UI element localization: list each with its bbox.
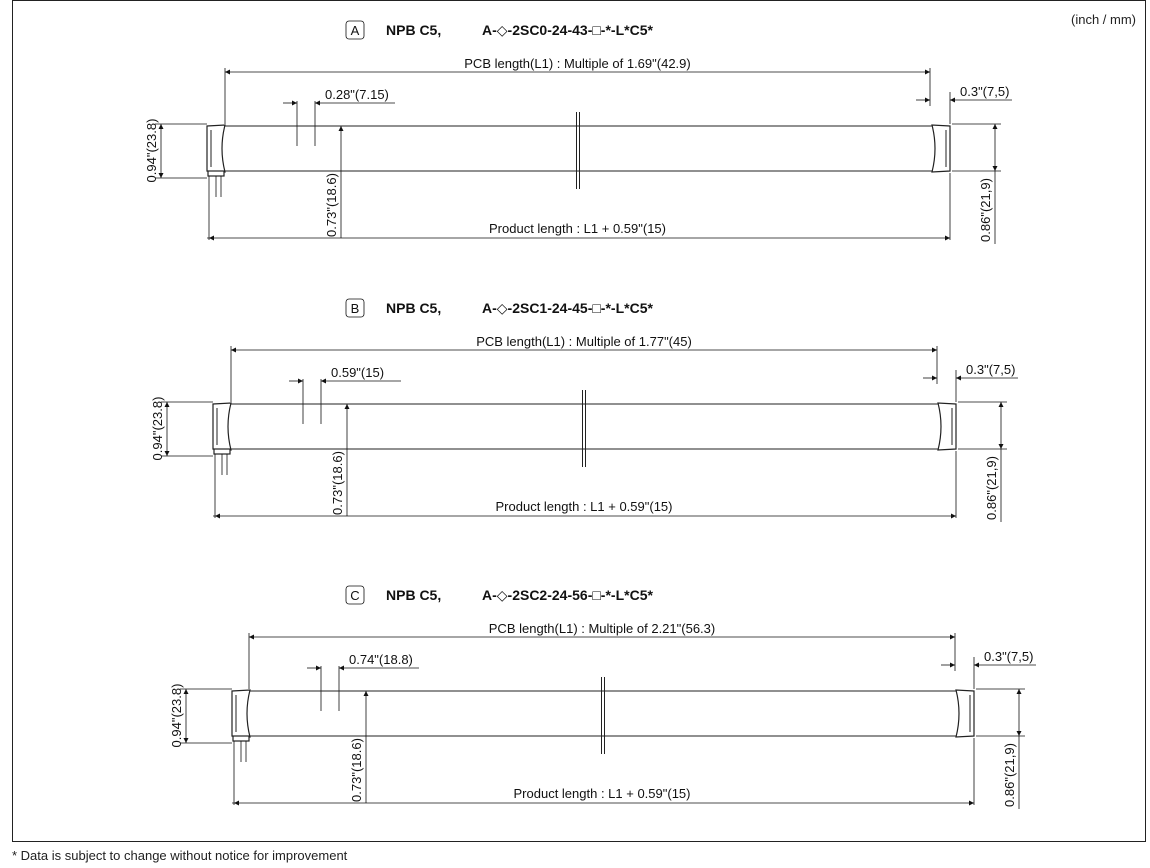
product-length-label: Product length : L1 + 0.59"(15) xyxy=(514,786,691,801)
arrowhead xyxy=(1016,731,1022,736)
series-name: NPB C5, xyxy=(386,587,441,603)
option-letter: C xyxy=(350,588,359,603)
arrowhead xyxy=(315,100,320,106)
arrowhead xyxy=(932,375,937,381)
left-height-label: 0.94"(23.8) xyxy=(169,684,184,748)
pitch-label: 0.74"(18.8) xyxy=(349,652,413,667)
arrowhead xyxy=(164,451,170,456)
end-cap-left xyxy=(206,124,226,173)
pin-block-left xyxy=(232,735,250,742)
option-letter: B xyxy=(351,301,360,316)
drawing-b: B NPB C5, A-◇-2SC1-24-45-□-*-L*C5* PCB leng… xyxy=(150,298,1018,522)
pcb-length-label: PCB length(L1) : Multiple of 2.21"(56.3) xyxy=(489,621,715,636)
right-height-label: 0.86"(21,9) xyxy=(1002,743,1017,807)
arrowhead xyxy=(950,662,955,668)
arrowhead xyxy=(974,662,979,668)
arrowhead xyxy=(344,404,350,409)
end-cap-right xyxy=(955,689,975,738)
right-height-label: 0.86"(21,9) xyxy=(978,178,993,242)
arrowhead xyxy=(158,124,164,129)
option-letter-box xyxy=(345,20,365,40)
end-offset-label: 0.3"(7,5) xyxy=(960,84,1009,99)
end-offset-label: 0.3"(7,5) xyxy=(984,649,1033,664)
arrowhead xyxy=(292,100,297,106)
arrowhead xyxy=(950,634,955,640)
left-height-label: 0.94"(23.8) xyxy=(144,119,159,183)
arrowhead xyxy=(932,347,937,353)
model-code: A-◇-2SC1-24-45-□-*-L*C5* xyxy=(482,300,653,316)
drawing-frame xyxy=(12,0,1146,842)
pcb-length-label: PCB length(L1) : Multiple of 1.69"(42.9) xyxy=(464,56,690,71)
pitch-label: 0.28"(7.15) xyxy=(325,87,389,102)
arrowhead xyxy=(316,665,321,671)
arrowhead xyxy=(215,513,220,519)
model-code: A-◇-2SC2-24-56-□-*-L*C5* xyxy=(482,587,653,603)
drawing-a: A NPB C5, A-◇-2SC0-24-43-□-*-L*C5* PCB leng… xyxy=(144,20,1012,244)
pitch-label: 0.59"(15) xyxy=(331,365,384,380)
footnote: * Data is subject to change without noti… xyxy=(12,848,348,863)
arrowhead xyxy=(249,634,254,640)
arrowhead xyxy=(992,124,998,129)
arrowhead xyxy=(209,235,214,241)
arrowhead xyxy=(998,444,1004,449)
product-length-label: Product length : L1 + 0.59"(15) xyxy=(496,499,673,514)
arrowhead xyxy=(950,97,955,103)
arrowhead xyxy=(234,800,239,806)
arrowhead xyxy=(183,689,189,694)
end-cap-right xyxy=(937,402,957,451)
end-cap-left xyxy=(231,689,251,738)
drawing-c: C NPB C5, A-◇-2SC2-24-56-□-*-L*C5* PCB leng… xyxy=(169,585,1036,809)
arrowhead xyxy=(298,378,303,384)
arrowhead xyxy=(338,126,344,131)
pin-block-left xyxy=(207,170,225,177)
arrowhead xyxy=(992,166,998,171)
right-height-label: 0.86"(21,9) xyxy=(984,456,999,520)
end-offset-label: 0.3"(7,5) xyxy=(966,362,1015,377)
series-name: NPB C5, xyxy=(386,22,441,38)
arrowhead xyxy=(925,97,930,103)
arrowhead xyxy=(231,347,236,353)
option-letter: A xyxy=(351,23,360,38)
arrowhead xyxy=(969,800,974,806)
arrowhead xyxy=(945,235,950,241)
product-length-label: Product length : L1 + 0.59"(15) xyxy=(489,221,666,236)
arrowhead xyxy=(951,513,956,519)
arrowhead xyxy=(158,173,164,178)
units-label: (inch / mm) xyxy=(1071,12,1136,27)
pcb-length-label: PCB length(L1) : Multiple of 1.77"(45) xyxy=(476,334,692,349)
series-name: NPB C5, xyxy=(386,300,441,316)
model-code: A-◇-2SC0-24-43-□-*-L*C5* xyxy=(482,22,653,38)
arrowhead xyxy=(164,402,170,407)
mid-height-label: 0.73"(18.6) xyxy=(349,738,364,802)
mid-height-label: 0.73"(18.6) xyxy=(330,451,345,515)
arrowhead xyxy=(183,738,189,743)
end-cap-left xyxy=(212,402,232,451)
option-letter-box xyxy=(345,298,365,318)
arrowhead xyxy=(925,69,930,75)
end-cap-right xyxy=(931,124,951,173)
arrowhead xyxy=(339,665,344,671)
arrowhead xyxy=(363,691,369,696)
option-letter-box xyxy=(345,585,365,605)
arrowhead xyxy=(998,402,1004,407)
arrowhead xyxy=(1016,689,1022,694)
mid-height-label: 0.73"(18.6) xyxy=(324,173,339,237)
arrowhead xyxy=(225,69,230,75)
arrowhead xyxy=(321,378,326,384)
arrowhead xyxy=(956,375,961,381)
left-height-label: 0.94"(23.8) xyxy=(150,397,165,461)
pin-block-left xyxy=(213,448,231,455)
